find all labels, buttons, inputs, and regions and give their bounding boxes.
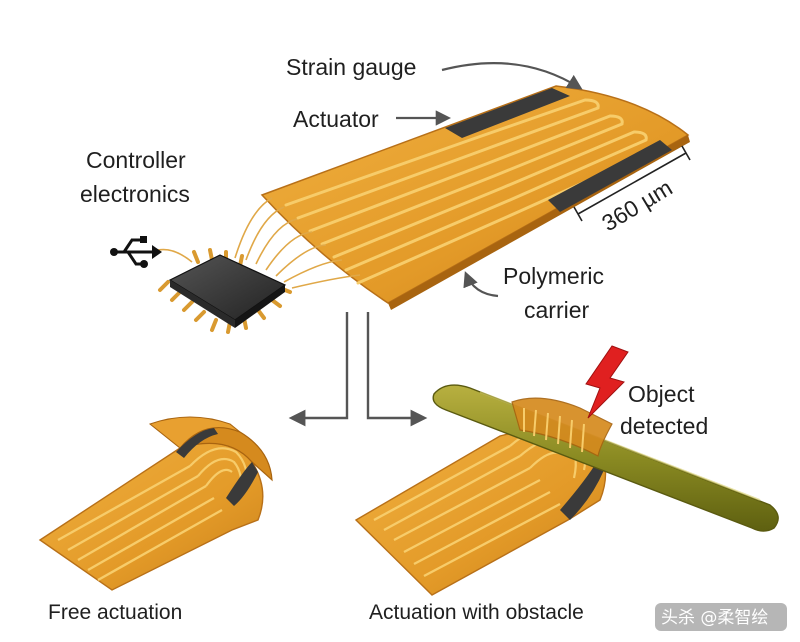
connection-wires — [151, 197, 361, 289]
flat-actuator-strip — [260, 85, 690, 310]
controller-label-line1: Controller — [86, 147, 186, 173]
obstacle-actuation-strip — [354, 384, 779, 596]
lightning-bolt-icon — [585, 345, 629, 419]
watermark-text: 头杀 @柔智绘 — [661, 608, 768, 628]
controller-chip — [158, 248, 292, 334]
actuator-label: Actuator — [293, 106, 379, 132]
actuation-with-obstacle-label: Actuation with obstacle — [369, 601, 584, 624]
watermark: 头杀 @柔智绘 — [655, 603, 787, 631]
controller-label-line2: electronics — [80, 181, 190, 207]
object-detected-label-line2: detected — [620, 413, 708, 439]
actuator-electrode-top — [445, 88, 570, 138]
polymeric-label-line2: carrier — [524, 297, 590, 323]
strain-gauge-arrow — [441, 62, 583, 90]
dimension-marker — [573, 145, 691, 222]
free-actuation-strip — [38, 416, 273, 591]
split-arrow — [288, 312, 428, 427]
polymeric-label-line1: Polymeric — [503, 263, 604, 289]
polymeric-carrier-arrow — [463, 271, 499, 298]
free-actuation-label: Free actuation — [48, 601, 182, 624]
callout-arrows — [396, 62, 583, 298]
object-detected-label-line1: Object — [628, 381, 695, 407]
actuator-electrode-bottom — [548, 140, 672, 212]
usb-icon — [110, 236, 162, 268]
strain-gauge-label: Strain gauge — [286, 54, 416, 80]
